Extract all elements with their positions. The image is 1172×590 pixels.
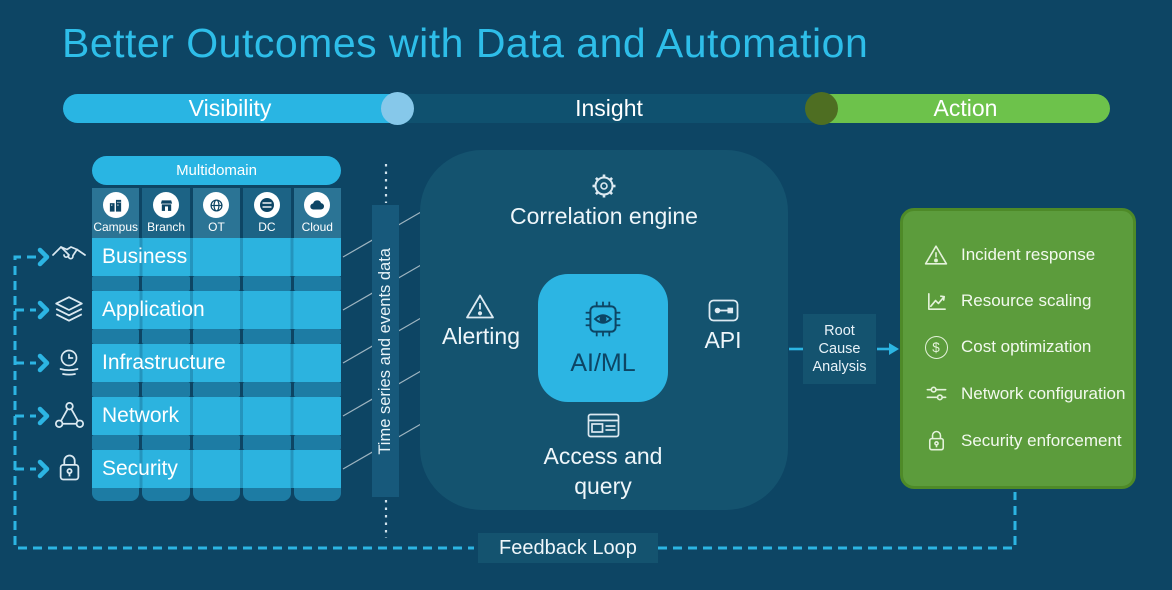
warning-triangle-icon <box>923 244 949 266</box>
stage-divider-dot-olive <box>805 92 838 125</box>
gear-icon <box>586 168 622 209</box>
domain-tile-ot: OT <box>192 188 241 238</box>
stage-action-label: Action <box>933 95 998 121</box>
action-label: Incident response <box>961 245 1096 265</box>
action-label: Resource scaling <box>961 291 1092 311</box>
action-item-incident-response: Incident response <box>903 244 1133 266</box>
campus-buildings-icon <box>102 192 129 218</box>
action-label: Network configuration <box>961 383 1126 403</box>
gauge-icon <box>50 347 88 384</box>
alerting-label: Alerting <box>442 323 520 349</box>
row-arrow-icons <box>37 247 50 479</box>
column-spacer <box>92 382 342 397</box>
column-spacer <box>92 276 342 291</box>
layer-row-security: Security <box>92 450 341 488</box>
layer-label: Infrastructure <box>102 351 226 374</box>
lock-icon <box>50 452 88 489</box>
stage-insight-label: Insight <box>575 95 643 121</box>
dollar-circle-icon: $ <box>923 335 949 359</box>
action-item-resource-scaling: Resource scaling <box>903 290 1133 313</box>
domain-tile-branch: Branch <box>142 188 190 238</box>
ai-ml-label: AI/ML <box>570 349 636 377</box>
action-item-security-enforcement: Security enforcement <box>903 429 1133 453</box>
correlation-engine-label: Correlation engine <box>510 203 698 229</box>
domain-label: Branch <box>147 220 186 234</box>
ai-chip-eye-icon <box>582 298 624 345</box>
access-query-label: Access and query <box>543 443 663 500</box>
stage-visibility: Visibility <box>63 94 397 123</box>
multidomain-grid: Multidomain Campus Branch OT <box>92 156 342 501</box>
time-series-band: Time series and events data <box>372 205 399 497</box>
actions-panel: Incident response Resource scaling $ Cos… <box>900 208 1136 489</box>
layer-row-application: Application <box>92 291 341 329</box>
layer-row-network: Network <box>92 397 341 435</box>
lock-icon <box>923 429 949 453</box>
layer-label: Business <box>102 245 188 268</box>
ai-ml-core: AI/ML <box>538 274 668 402</box>
arrow-right-icon <box>889 343 899 355</box>
domain-label: Cloud <box>301 220 333 234</box>
warning-triangle-icon <box>465 293 495 325</box>
action-label: Cost optimization <box>961 337 1092 357</box>
layer-label: Security <box>102 457 178 480</box>
action-item-cost-optimization: $ Cost optimization <box>903 335 1133 359</box>
layers-icon <box>50 295 88 330</box>
stage-insight: Insight <box>397 94 821 123</box>
cloud-icon <box>304 192 331 218</box>
action-item-network-configuration: Network configuration <box>903 382 1133 405</box>
domain-tile-campus: Campus <box>92 188 140 238</box>
sliders-icon <box>923 382 949 405</box>
domain-label: Campus <box>93 220 139 234</box>
layer-row-business: Business <box>92 238 341 276</box>
stage-visibility-label: Visibility <box>188 95 272 121</box>
stage-divider-dot-light-blue <box>381 92 414 125</box>
domain-tile-dc: DC <box>243 188 291 238</box>
ot-globe-icon <box>203 192 230 218</box>
stage-action: Action <box>821 94 1110 123</box>
trend-chart-icon <box>923 290 949 313</box>
api-icon <box>708 299 739 327</box>
domain-tile-cloud: Cloud <box>293 188 341 238</box>
multidomain-header: Multidomain <box>92 156 341 185</box>
action-label: Security enforcement <box>961 430 1122 450</box>
column-bottom-caps <box>92 488 342 501</box>
column-spacer <box>92 435 342 450</box>
branch-storefront-icon <box>153 192 180 218</box>
domain-label: DC <box>258 220 276 234</box>
layer-row-infrastructure: Infrastructure <box>92 344 341 382</box>
domain-tiles: Campus Branch OT DC <box>92 188 341 238</box>
domain-label: OT <box>208 220 225 234</box>
datacenter-stack-icon <box>253 192 280 218</box>
layer-label: Application <box>102 298 205 321</box>
page-title: Better Outcomes with Data and Automation <box>62 20 869 66</box>
feedback-loop-label: Feedback Loop <box>478 533 658 563</box>
feedback-loop-text: Feedback Loop <box>499 536 637 559</box>
root-cause-label: Root Cause Analysis <box>812 322 867 376</box>
api-label: API <box>704 327 742 353</box>
network-nodes-icon <box>50 401 88 435</box>
column-spacer <box>92 329 342 344</box>
root-cause-analysis-box: Root Cause Analysis <box>803 314 876 384</box>
layer-label: Network <box>102 404 180 427</box>
handshake-icon <box>50 240 88 271</box>
browser-window-icon <box>587 413 620 443</box>
time-series-label: Time series and events data <box>376 247 394 455</box>
pipeline-bar: Visibility Insight Action <box>63 92 1110 125</box>
